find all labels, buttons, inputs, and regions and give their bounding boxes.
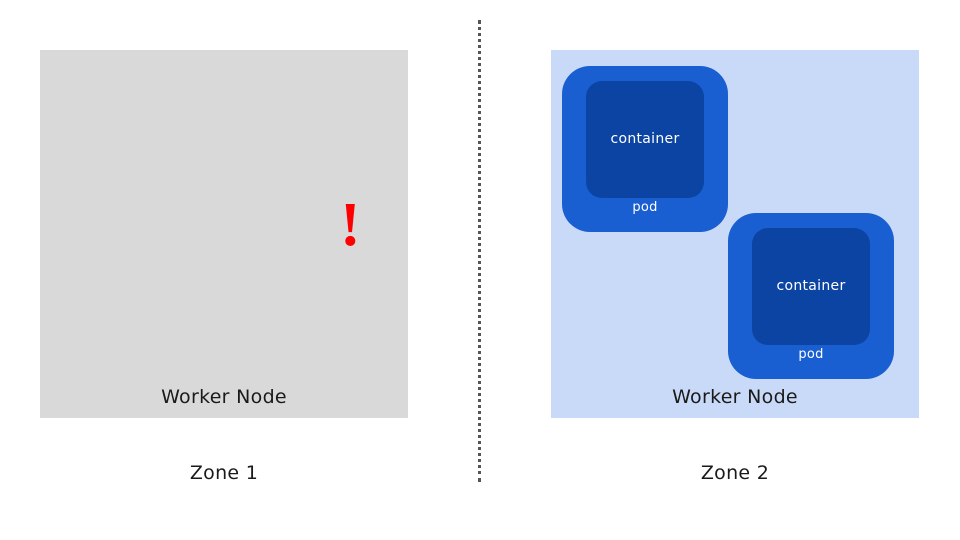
pod: container pod xyxy=(562,66,728,232)
pod-label: pod xyxy=(798,347,824,362)
container: container xyxy=(586,81,704,198)
zone-label: Zone 1 xyxy=(189,462,259,484)
worker-node-label: Worker Node xyxy=(161,386,287,408)
zone-divider xyxy=(478,20,481,482)
pod: container pod xyxy=(728,213,894,379)
container-label: container xyxy=(610,131,680,147)
worker-node-label: Worker Node xyxy=(672,386,798,408)
worker-node-zone-1: ! Worker Node xyxy=(40,50,408,418)
exclamation-icon: ! xyxy=(340,191,361,259)
container: container xyxy=(752,228,870,345)
pod-label: pod xyxy=(632,200,658,215)
container-label: container xyxy=(776,278,846,294)
zone-label: Zone 2 xyxy=(700,462,770,484)
